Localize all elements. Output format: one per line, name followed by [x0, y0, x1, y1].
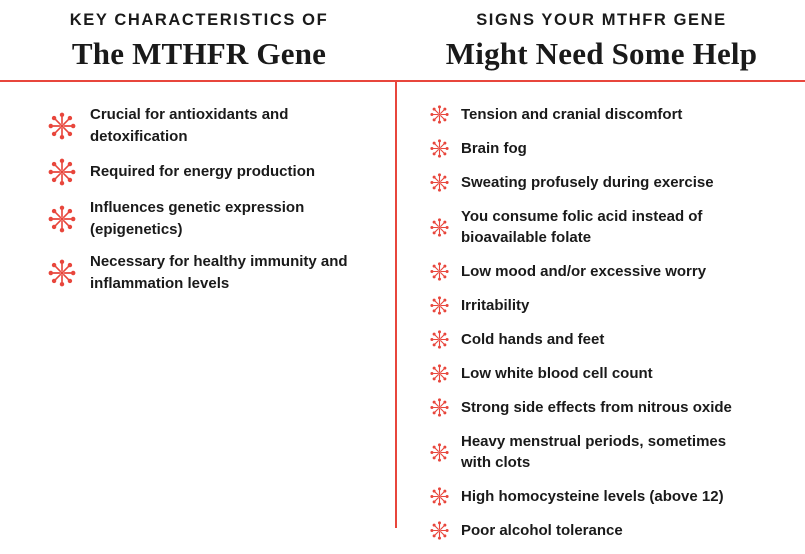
- list-item-line: Low mood and/or excessive worry: [461, 263, 707, 281]
- asterisk-burst-icon: [430, 442, 449, 462]
- asterisk-burst-icon: [430, 218, 449, 237]
- list-item: Necessary for healthy immunity and inflam…: [48, 251, 378, 294]
- list-item-line: Influences genetic expression: [90, 199, 305, 216]
- list-item: Strong side effects from nitrous oxide: [430, 397, 800, 419]
- list-item: Tension and cranial discomfort: [430, 104, 800, 126]
- left-eyebrow: KEY CHARACTERISTICS OF: [69, 11, 329, 29]
- list-item-text: Low white blood cell count: [461, 363, 653, 385]
- list-item-line: High homocysteine levels (above 12): [461, 487, 724, 505]
- list-item-text: Heavy menstrual periods, sometimes with c…: [461, 431, 726, 474]
- list-item: Low mood and/or excessive worry: [430, 261, 800, 283]
- list-item-line: detoxification: [90, 127, 188, 145]
- list-item: Poor alcohol tolerance: [430, 520, 800, 542]
- list-item: Irritability: [430, 295, 800, 317]
- list-item: Heavy menstrual periods, sometimes with c…: [430, 431, 800, 474]
- list-item-line: Poor alcohol tolerance: [461, 521, 623, 539]
- list-item-line: Irritability: [461, 296, 530, 314]
- asterisk-burst-icon: [430, 398, 449, 417]
- vertical-divider: [395, 82, 397, 528]
- list-item-line: You consume folic acid instead of: [461, 207, 703, 225]
- asterisk-burst-icon: [48, 259, 76, 286]
- list-item-text: Strong side effects from nitrous oxide: [461, 397, 732, 419]
- left-headline: The MTHFR Gene: [71, 36, 327, 71]
- asterisk-burst-icon: [430, 105, 449, 124]
- list-item-text: Irritability: [461, 295, 529, 317]
- list-item: Crucial for antioxidants and detoxificati…: [48, 104, 378, 147]
- list-item-text: Tension and cranial discomfort: [461, 104, 682, 126]
- list-item-line: Strong side effects from nitrous oxide: [461, 398, 732, 416]
- list-item-line: Tension and cranial discomfort: [461, 106, 683, 123]
- list-item-line: Sweating profusely during exercise: [461, 173, 714, 191]
- list-item-line: inflammation levels: [90, 274, 230, 292]
- list-item-text: Poor alcohol tolerance: [461, 520, 623, 542]
- asterisk-burst-icon: [430, 330, 449, 349]
- list-item-text: Brain fog: [461, 138, 527, 160]
- list-item-text: Cold hands and feet: [461, 329, 604, 351]
- list-item-text: Low mood and/or excessive worry: [461, 261, 706, 283]
- list-item: Influences genetic expression (epigenetic…: [48, 197, 378, 240]
- right-column-header: SIGNS YOUR MTHFR GENE Might Need Some He…: [398, 0, 805, 71]
- asterisk-burst-icon: [430, 296, 449, 315]
- list-item-text: Influences genetic expression (epigenetic…: [90, 197, 304, 240]
- list-item-line: Cold hands and feet: [461, 330, 605, 348]
- asterisk-burst-icon: [430, 139, 449, 158]
- list-item-line: Low white blood cell count: [461, 364, 653, 382]
- list-item-line: Brain fog: [461, 139, 527, 157]
- asterisk-burst-icon: [430, 487, 449, 506]
- asterisk-burst-icon: [48, 205, 76, 232]
- list-item: Low white blood cell count: [430, 363, 800, 385]
- list-item-line: Necessary for healthy immunity and: [90, 253, 348, 270]
- list-item-line: Required for energy production: [90, 163, 316, 181]
- list-item-line: bioavailable folate: [461, 229, 592, 247]
- list-item: High homocysteine levels (above 12): [430, 486, 800, 508]
- list-item: Required for energy production: [48, 158, 378, 186]
- list-item-line: Heavy menstrual periods, sometimes: [461, 432, 727, 450]
- right-headline: Might Need Some Help: [445, 36, 758, 71]
- list-item-text: Required for energy production: [90, 161, 315, 183]
- list-item-text: You consume folic acid instead of bioavai…: [461, 206, 702, 249]
- list-item-text: Necessary for healthy immunity and inflam…: [90, 251, 348, 294]
- right-eyebrow: SIGNS YOUR MTHFR GENE: [476, 11, 727, 29]
- asterisk-burst-icon: [430, 521, 449, 540]
- list-item-line: Crucial for antioxidants and: [90, 106, 289, 123]
- asterisk-burst-icon: [430, 173, 449, 192]
- asterisk-burst-icon: [48, 158, 76, 186]
- list-item-text: Crucial for antioxidants and detoxificati…: [90, 104, 288, 147]
- asterisk-burst-icon: [430, 364, 449, 383]
- list-item-text: High homocysteine levels (above 12): [461, 486, 724, 508]
- list-item-line: with clots: [461, 454, 531, 472]
- characteristics-list: Crucial for antioxidants and detoxificati…: [48, 104, 378, 305]
- list-item: Sweating profusely during exercise: [430, 172, 800, 194]
- list-item-text: Sweating profusely during exercise: [461, 172, 714, 194]
- list-item: You consume folic acid instead of bioavai…: [430, 206, 800, 249]
- left-column-header: KEY CHARACTERISTICS OF The MTHFR Gene: [0, 0, 398, 71]
- list-item: Cold hands and feet: [430, 329, 800, 351]
- asterisk-burst-icon: [430, 262, 449, 281]
- list-item-line: (epigenetics): [90, 220, 183, 238]
- asterisk-burst-icon: [48, 112, 76, 139]
- horizontal-divider: [0, 80, 805, 82]
- list-item: Brain fog: [430, 138, 800, 160]
